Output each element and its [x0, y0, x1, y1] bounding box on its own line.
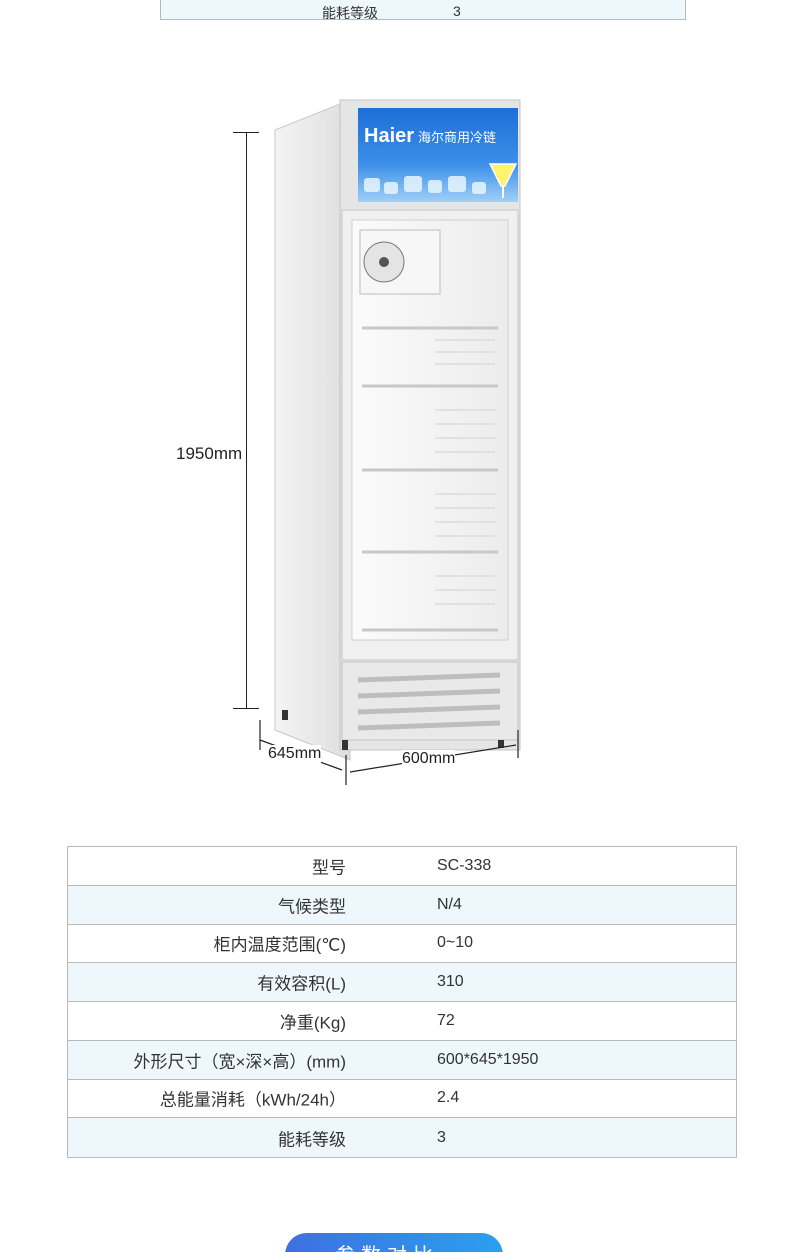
compare-params-label: 参数对比 [335, 1239, 439, 1252]
spec-label: 净重(Kg) [279, 1013, 346, 1033]
compare-params-button[interactable]: 参数对比 [285, 1233, 503, 1252]
spec-label: 总能量消耗（kWh/24h） [159, 1090, 346, 1110]
spec-label: 外形尺寸（宽×深×高）(mm) [133, 1052, 347, 1072]
spec-row: 外形尺寸（宽×深×高）(mm) 600*645*1950 [68, 1040, 736, 1080]
depth-label: 645mm [268, 745, 322, 763]
spec-table: 型号 SC-338 气候类型 N/4 柜内温度范围(℃) 0~10 有效容积(L… [67, 846, 737, 1158]
spec-value: N/4 [437, 895, 462, 913]
dimension-cap-bottom [233, 708, 259, 709]
brand-logo: Haier [364, 125, 414, 147]
spec-row: 总能量消耗（kWh/24h） 2.4 [68, 1080, 736, 1119]
spec-row: 净重(Kg) 72 [68, 1002, 736, 1041]
spec-label: 能耗等级 [322, 5, 378, 21]
spec-label: 能耗等级 [278, 1130, 346, 1150]
dimension-cap-top [233, 132, 259, 133]
spec-label: 型号 [312, 858, 346, 878]
height-dimension-line [246, 132, 247, 708]
fridge-drawing: Haier 海尔商用冷链 [259, 99, 521, 785]
spec-value: 3 [453, 3, 461, 19]
spec-label: 气候类型 [278, 897, 346, 917]
height-label: 1950mm [176, 440, 243, 468]
width-label: 600mm [402, 750, 456, 768]
spec-value: 310 [437, 973, 464, 991]
spec-label: 柜内温度范围(℃) [213, 935, 346, 955]
spec-label: 有效容积(L) [257, 974, 346, 994]
spec-row: 能耗等级 3 [68, 1118, 736, 1157]
spec-value: 72 [437, 1011, 455, 1029]
spec-row: 柜内温度范围(℃) 0~10 [68, 925, 736, 964]
spec-row: 型号 SC-338 [68, 847, 736, 886]
spec-row: 有效容积(L) 310 [68, 963, 736, 1002]
spec-row: 气候类型 N/4 [68, 885, 736, 925]
spec-table-top-cropped: 能耗等级 3 [160, 0, 686, 21]
spec-value: 0~10 [437, 934, 474, 952]
spec-value: SC-338 [437, 856, 492, 874]
spec-value: 3 [437, 1128, 446, 1146]
spec-value: 2.4 [437, 1089, 460, 1107]
product-illustration: 1950mm Haier 海尔商用冷链 [160, 90, 560, 800]
brand-cn-label: 海尔商用冷链 [418, 131, 496, 146]
spec-value: 600*645*1950 [437, 1050, 539, 1068]
